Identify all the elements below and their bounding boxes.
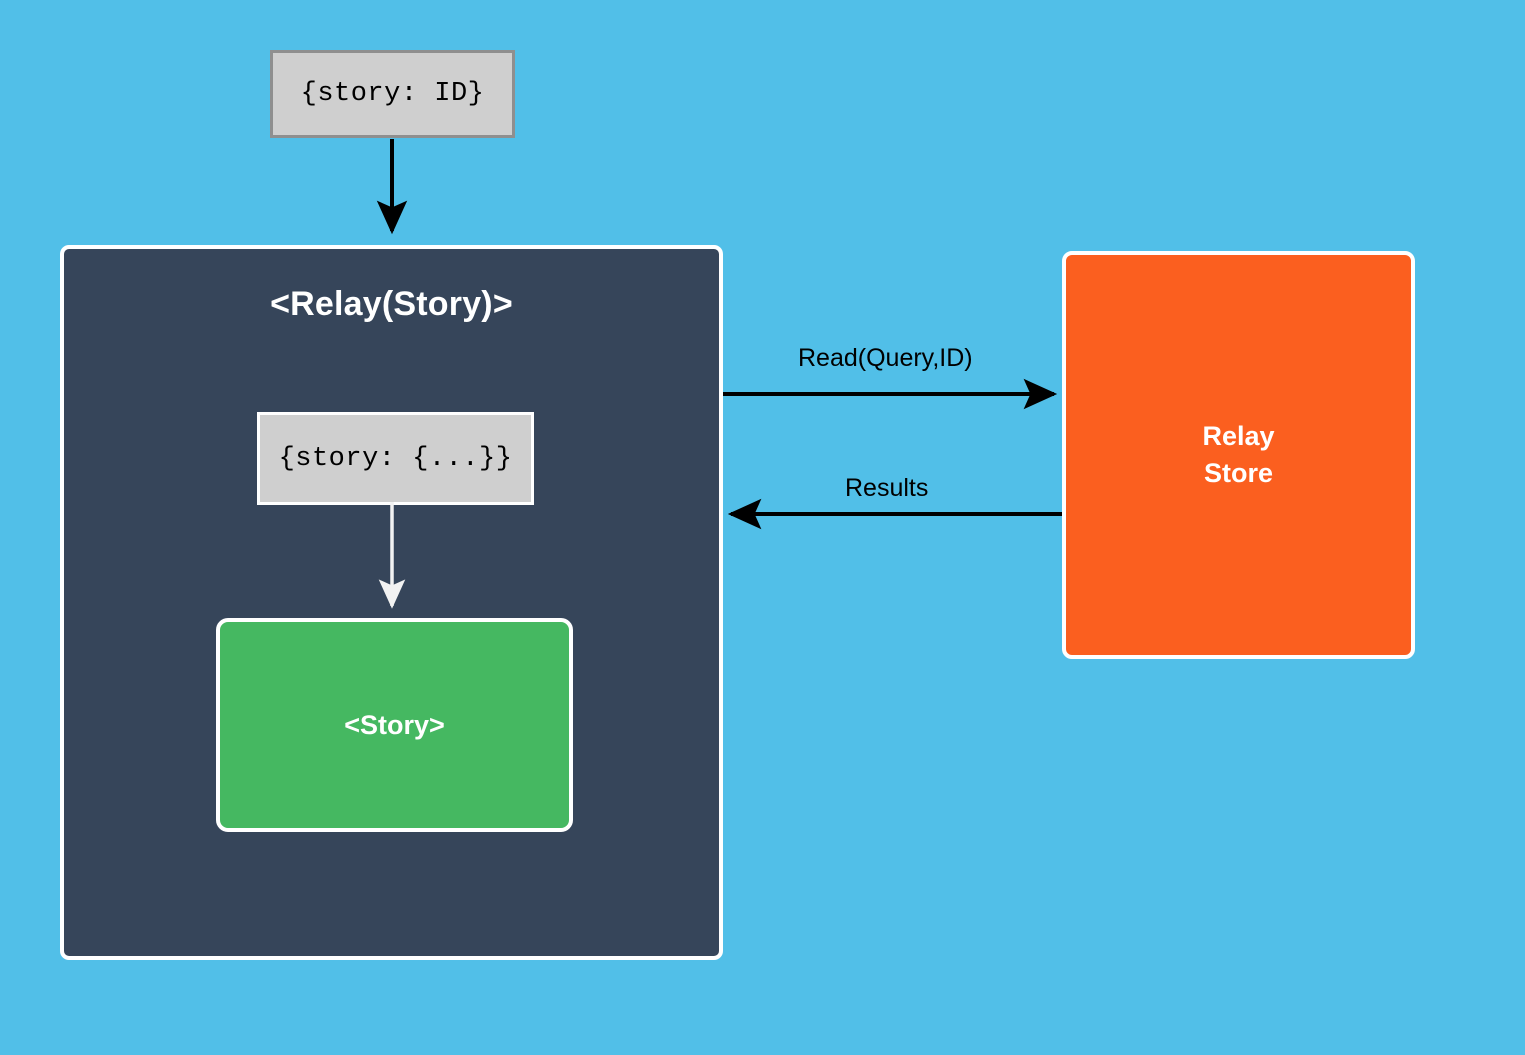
story-component-box: <Story> <box>216 618 573 832</box>
relay-store-box: Relay Store <box>1062 251 1415 659</box>
inner-payload-text: {story: {...}} <box>278 443 513 474</box>
inner-payload-box: {story: {...}} <box>257 412 534 505</box>
top-payload-box: {story: ID} <box>270 50 515 138</box>
edge-label-read: Read(Query,ID) <box>798 344 973 372</box>
top-payload-text: {story: ID} <box>300 79 485 109</box>
relay-story-title: <Relay(Story)> <box>270 285 513 323</box>
edge-label-results: Results <box>845 474 929 502</box>
relay-store-label: Relay Store <box>1202 420 1275 488</box>
relay-story-container: <Relay(Story)> {story: {...}} <Story> <box>60 245 723 960</box>
story-component-label: <Story> <box>344 709 445 740</box>
